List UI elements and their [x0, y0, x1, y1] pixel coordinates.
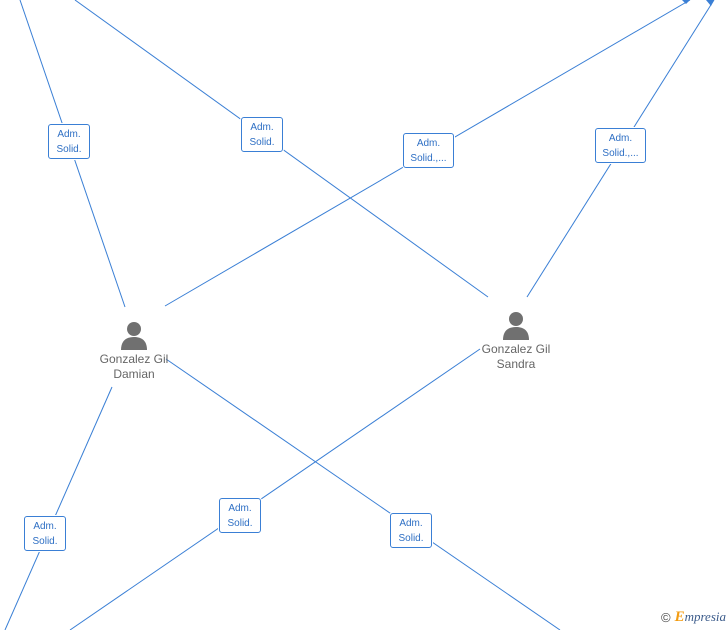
person-name: Damian — [113, 367, 155, 381]
edge-sandra-bottom-left — [69, 348, 481, 630]
role-box[interactable]: Adm. Solid. — [48, 124, 90, 159]
role-box[interactable]: Adm. Solid.,... — [595, 128, 646, 163]
person-node-damian[interactable]: Gonzalez Gil Damian — [84, 320, 184, 382]
role-label: Solid. — [227, 518, 253, 529]
person-name: Gonzalez Gil — [481, 342, 551, 356]
role-label: Adm. — [608, 133, 633, 144]
role-label: Adm. — [228, 503, 252, 514]
role-label: Solid. — [249, 137, 275, 148]
arrow-icon — [682, 0, 690, 4]
copyright-notice: © Empresia — [661, 609, 726, 626]
arrow-icon — [706, 0, 714, 6]
person-name: Sandra — [496, 357, 536, 371]
role-label: Adm. — [57, 129, 81, 140]
role-label: Adm. — [33, 521, 57, 532]
role-label: Solid.,... — [410, 153, 447, 164]
person-name: Gonzalez Gil — [99, 352, 169, 366]
person-icon — [503, 312, 529, 340]
role-box[interactable]: Adm. Solid. — [390, 513, 432, 548]
role-label: Adm. — [416, 138, 441, 149]
role-box[interactable]: Adm. Solid. — [219, 498, 261, 533]
role-box[interactable]: Adm. Solid. — [241, 117, 283, 152]
role-label: Adm. — [250, 122, 274, 133]
role-box[interactable]: Adm. Solid. — [24, 516, 66, 551]
brand-logo: Empresia — [674, 609, 726, 625]
copyright-icon: © — [660, 610, 671, 625]
role-label: Adm. — [399, 518, 423, 529]
role-label: Solid. — [398, 533, 424, 544]
person-node-sandra[interactable]: Gonzalez Gil Sandra — [466, 310, 566, 372]
role-box[interactable]: Adm. Solid.,... — [403, 133, 454, 168]
person-icon — [121, 322, 147, 350]
role-label: Solid.,... — [602, 148, 639, 159]
role-label: Solid. — [32, 536, 58, 547]
edge-damian-bottom-right — [165, 358, 561, 630]
edge-damian-bottom-left — [4, 386, 113, 630]
role-label: Solid. — [56, 144, 82, 155]
